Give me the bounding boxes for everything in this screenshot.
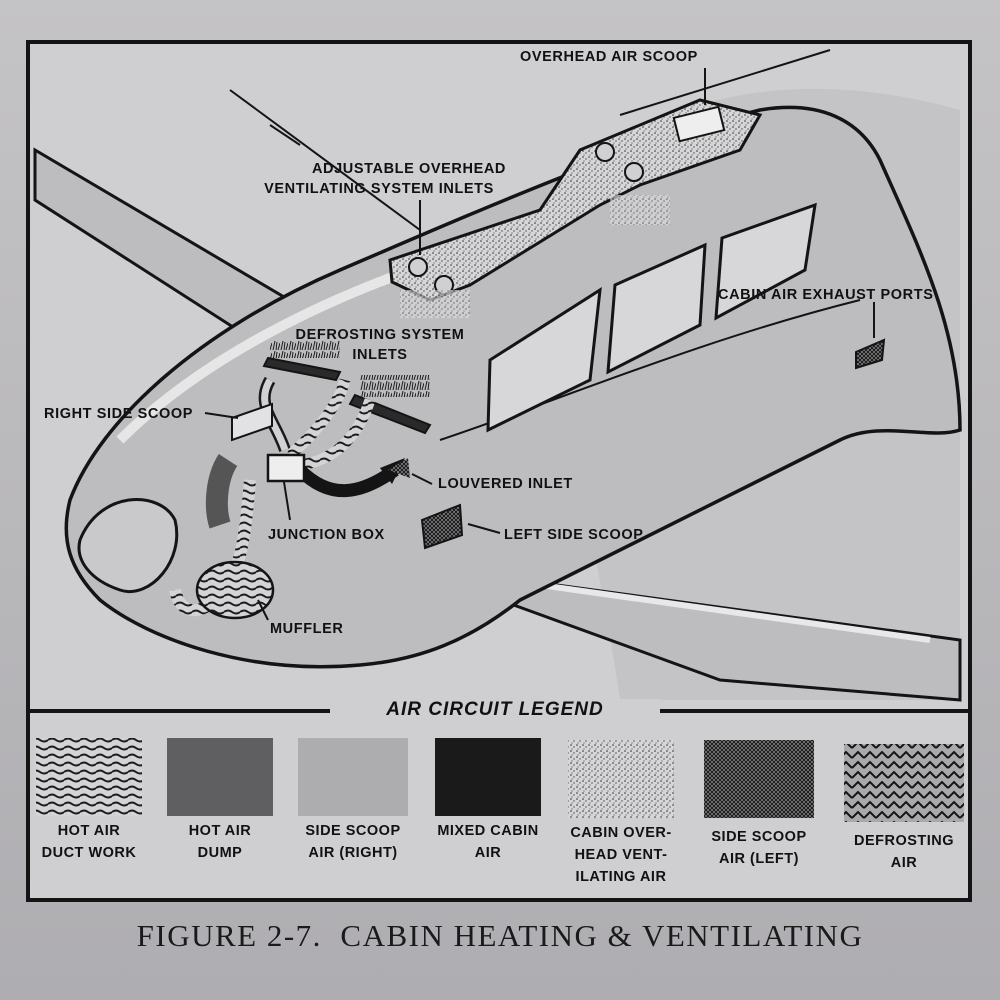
leader-muffler [257, 599, 269, 621]
reference-line-1 [229, 89, 421, 231]
defrost-hose-2 [299, 398, 376, 471]
overhead-vent-1 [595, 142, 615, 162]
hot-air-dump [205, 454, 238, 529]
exhaust-ports [855, 338, 886, 370]
overhead-air-flow-1 [610, 195, 670, 225]
legend-label-cabin-overhead: CABIN OVER-HEAD VENT-ILATING AIR [570, 825, 672, 885]
overhead-vent-2 [624, 162, 644, 182]
label-adjustable-overhead-line1: ADJUSTABLE OVERHEAD [311, 161, 506, 177]
cabin-window-1 [486, 287, 602, 433]
cabin-window-3 [714, 202, 817, 321]
label-adjustable-overhead-line2: VENTILATING SYSTEM INLETS [264, 181, 494, 197]
label-left-side-scoop: LEFT SIDE SCOOP [504, 527, 644, 543]
label-junction-box: JUNCTION BOX [268, 527, 385, 543]
junction-box [266, 453, 306, 483]
defrost-air-left [360, 375, 430, 397]
overhead-vent-3 [408, 257, 428, 277]
mixed-air-duct [295, 464, 399, 498]
label-overhead-air-scoop: OVERHEAD AIR SCOOP [520, 49, 698, 65]
cabin-window-2 [606, 242, 707, 375]
label-muffler: MUFFLER [270, 621, 344, 637]
overhead-air-flow-2 [400, 290, 470, 318]
defroster-bar-right [262, 356, 342, 382]
label-defrosting-line1: DEFROSTING SYSTEM [295, 327, 465, 343]
left-wing-highlight [539, 582, 931, 643]
leader-louvered [411, 473, 433, 485]
louvered-inlet [388, 458, 410, 478]
figure-caption: FIGURE 2-7. CABIN HEATING & VENTILATING [136, 918, 864, 953]
propeller-spinner [77, 498, 179, 593]
label-cabin-air-exhaust-ports: CABIN AIR EXHAUST PORTS [718, 287, 934, 303]
muffler [195, 560, 275, 620]
leader-right-scoop [204, 412, 239, 419]
legend-swatch-cabin-overhead [568, 740, 674, 818]
legend-swatch-hot-air-duct-work [36, 738, 142, 816]
legend-title: AIR CIRCUIT LEGEND [330, 699, 660, 721]
leader-left-scoop [467, 523, 501, 534]
legend-swatch-defrosting-air [844, 744, 964, 822]
reference-line-3 [619, 49, 831, 116]
defrost-air-right [270, 340, 340, 358]
label-louvered-inlet: LOUVERED INLET [438, 476, 573, 492]
defrost-hose-1 [286, 378, 351, 460]
legend-swatch-side-scoop-left [704, 740, 814, 818]
overhead-scoop-opening [672, 105, 726, 143]
reference-line-2 [269, 124, 301, 146]
legend-swatch-side-scoop-right [298, 738, 408, 816]
left-side-scoop [420, 503, 464, 550]
label-defrosting-line2: INLETS [352, 347, 408, 363]
label-right-side-scoop: RIGHT SIDE SCOOP [44, 406, 193, 422]
legend-swatch-hot-air-dump [167, 738, 273, 816]
right-side-scoop [231, 402, 273, 442]
leader-junction [283, 481, 291, 521]
legend-swatch-mixed-cabin-air [435, 738, 541, 816]
